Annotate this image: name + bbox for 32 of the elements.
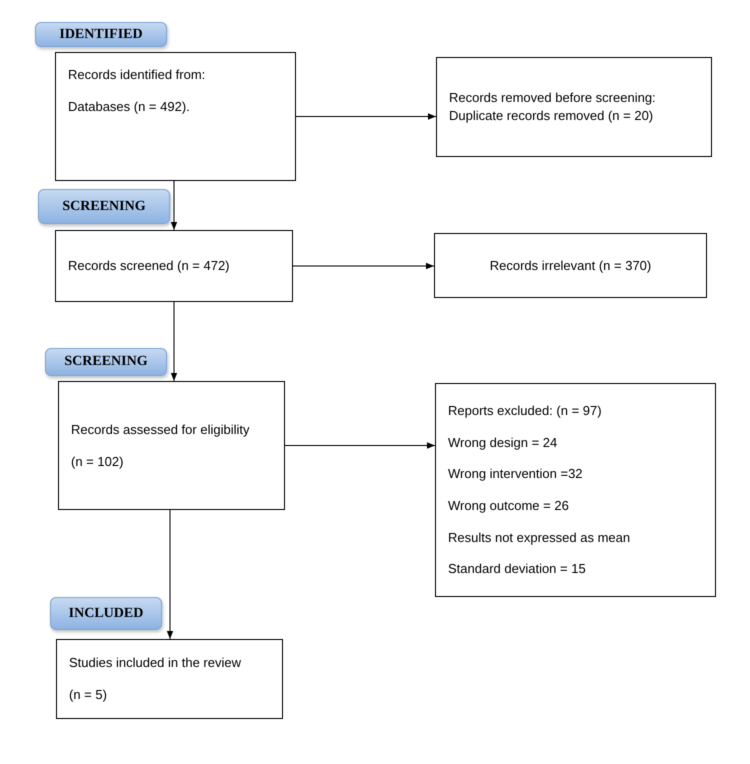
- box-text: Results not expressed as mean: [448, 528, 632, 546]
- process-box: [55, 230, 293, 302]
- box-text: (n = 5): [69, 686, 108, 704]
- box-text: Records screened (n = 472): [68, 257, 231, 275]
- box-text: Records removed before screening: Duplicate records removed (n = 20): [449, 89, 657, 125]
- process-box: [436, 57, 712, 157]
- box-text: Wrong intervention =32: [448, 465, 584, 483]
- arrow: [292, 262, 434, 270]
- stage-tab: SCREENING: [38, 189, 170, 224]
- box-text: Reports excluded: (n = 97): [448, 402, 603, 420]
- process-box: [55, 52, 296, 181]
- box-text: Standard deviation = 15: [448, 560, 587, 578]
- box-text: Studies included in the review: [69, 654, 242, 672]
- process-box: [58, 381, 285, 510]
- arrow: [284, 442, 436, 449]
- box-text: Records identified from:: [68, 66, 206, 84]
- box-text: Wrong outcome = 26: [448, 497, 570, 515]
- box-text: Wrong design = 24: [448, 434, 558, 452]
- box-text: (n = 102): [71, 452, 124, 470]
- stage-tab: IDENTIFIED: [35, 22, 167, 47]
- process-box: [435, 383, 716, 597]
- box-text: Records irrelevant (n = 370): [488, 256, 652, 274]
- arrow: [170, 180, 178, 230]
- arrow: [166, 510, 174, 640]
- box-text: Records assessed for eligibility: [71, 420, 250, 438]
- stage-tab: INCLUDED: [50, 597, 162, 630]
- process-box: [434, 233, 707, 298]
- process-box: [56, 639, 283, 719]
- arrow: [170, 302, 178, 382]
- stage-tab: SCREENING: [45, 348, 167, 376]
- box-text: Databases (n = 492).: [68, 98, 191, 116]
- arrow: [296, 113, 436, 120]
